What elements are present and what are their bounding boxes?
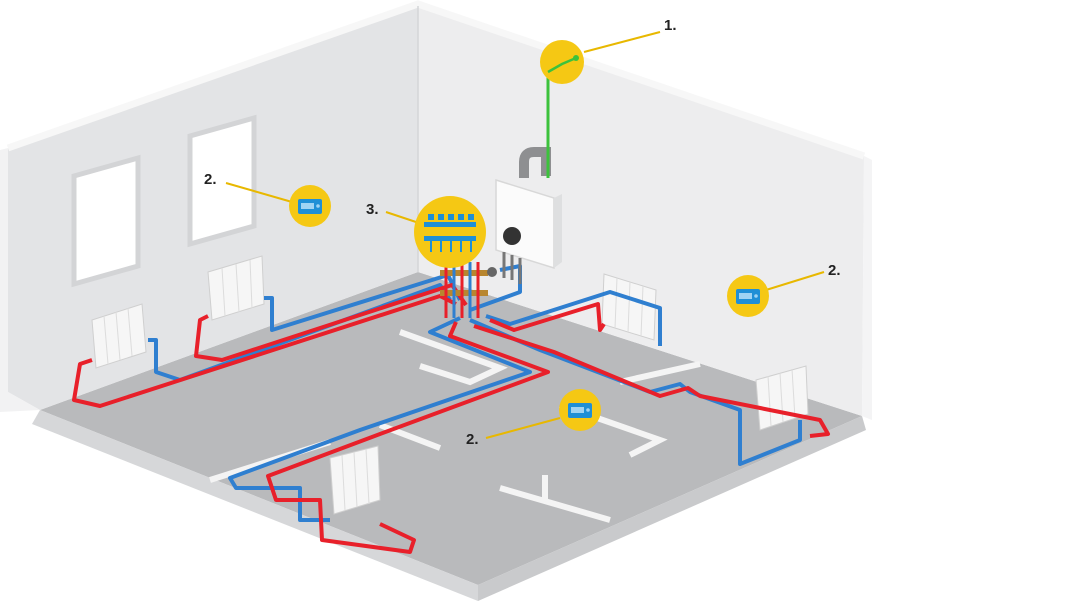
outdoor-sensor-icon bbox=[547, 55, 579, 74]
boiler-side bbox=[554, 194, 562, 268]
right-wall-edge bbox=[862, 156, 872, 420]
callout-leader bbox=[385, 211, 417, 223]
windows bbox=[71, 114, 257, 288]
room-thermostat-icon bbox=[298, 199, 322, 214]
left-wall-edge bbox=[0, 148, 40, 412]
manifold-icon bbox=[424, 214, 476, 252]
supply-pipes bbox=[72, 283, 830, 554]
room-thermostat-icon bbox=[568, 403, 592, 418]
radiator-left-1 bbox=[91, 303, 147, 369]
room-thermostat-icon bbox=[736, 289, 760, 304]
boiler-display bbox=[503, 227, 521, 245]
callout-2-left-wall: 2. bbox=[204, 171, 331, 227]
callout-badge bbox=[540, 40, 584, 84]
callout-badge bbox=[414, 196, 486, 268]
callout-leader bbox=[583, 31, 661, 53]
callout-2-right-wall: 2. bbox=[727, 262, 841, 317]
callout-label: 3. bbox=[366, 201, 379, 218]
callout-2-floor: 2. bbox=[466, 389, 601, 448]
radiator-right-1 bbox=[601, 273, 657, 341]
boiler bbox=[495, 147, 562, 284]
callout-3-manifold: 3. bbox=[366, 196, 486, 268]
radiator-left-2 bbox=[207, 255, 265, 321]
callout-label: 2. bbox=[204, 171, 217, 188]
callout-label: 2. bbox=[466, 431, 479, 448]
callout-label: 1. bbox=[664, 17, 677, 34]
floor-slab-right bbox=[478, 416, 866, 601]
callout-leader bbox=[485, 417, 561, 439]
callout-leader bbox=[225, 182, 293, 203]
callout-label: 2. bbox=[828, 262, 841, 279]
window-1 bbox=[71, 154, 141, 288]
manifold bbox=[440, 262, 497, 318]
callout-1: 1. bbox=[540, 17, 677, 84]
radiator-floor-front bbox=[329, 445, 381, 515]
floor-slab-left bbox=[32, 410, 478, 601]
wall-top-edge bbox=[6, 0, 866, 160]
window-2 bbox=[187, 114, 257, 248]
callouts: 1. 2. 2. bbox=[204, 17, 841, 448]
flue-pipe bbox=[519, 147, 551, 178]
callout-leader bbox=[765, 271, 825, 291]
